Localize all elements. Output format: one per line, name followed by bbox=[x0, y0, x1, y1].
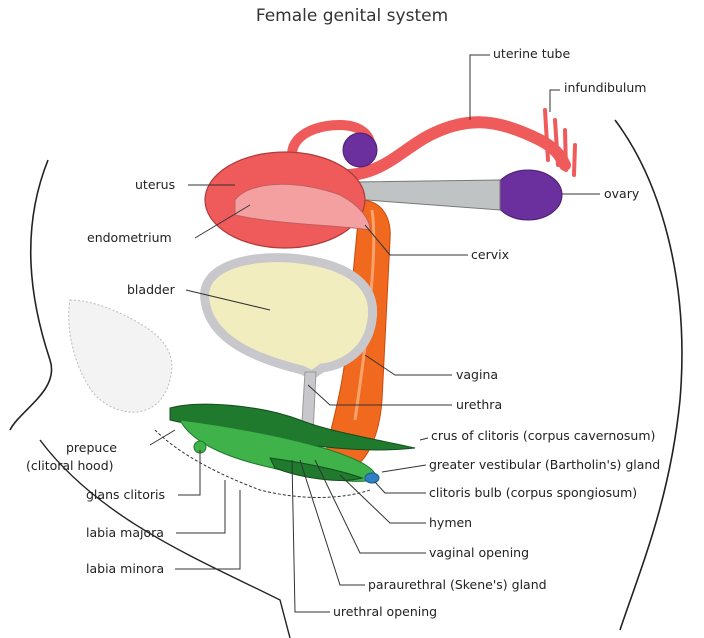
label-crus-of-clitoris: crus of clitoris (corpus cavernosum) bbox=[431, 428, 655, 443]
label-uterine-tube: uterine tube bbox=[493, 46, 570, 61]
ovary-left bbox=[343, 133, 377, 167]
label-ovary: ovary bbox=[604, 186, 639, 201]
label-cervix: cervix bbox=[471, 247, 509, 262]
label-vaginal-opening: vaginal opening bbox=[429, 545, 529, 560]
label-labia-minora: labia minora bbox=[86, 561, 164, 576]
label-urethral-opening: urethral opening bbox=[333, 604, 437, 619]
label-urethra: urethra bbox=[456, 397, 502, 412]
label-hymen: hymen bbox=[429, 515, 472, 530]
diagram-title: Female genital system bbox=[0, 6, 704, 26]
label-endometrium: endometrium bbox=[87, 230, 172, 245]
greater-vestibular-gland-shape bbox=[365, 473, 379, 483]
label-clitoral-hood: (clitoral hood) bbox=[26, 458, 114, 473]
label-labia-majora: labia majora bbox=[86, 525, 164, 540]
ovary-right bbox=[494, 170, 562, 220]
label-glans-clitoris: glans clitoris bbox=[86, 487, 165, 502]
bladder-shape bbox=[205, 258, 373, 375]
label-infundibulum: infundibulum bbox=[564, 80, 646, 95]
label-bladder: bladder bbox=[127, 282, 175, 297]
label-paraurethral-gland: paraurethral (Skene's) gland bbox=[368, 577, 547, 592]
label-greater-vestibular-gland: greater vestibular (Bartholin's) gland bbox=[429, 457, 660, 472]
label-vagina: vagina bbox=[456, 367, 498, 382]
label-prepuce: prepuce bbox=[66, 440, 117, 455]
body-outline-left bbox=[10, 160, 52, 430]
pubic-region bbox=[69, 300, 172, 412]
label-uterus: uterus bbox=[135, 177, 175, 192]
label-clitoris-bulb: clitoris bulb (corpus spongiosum) bbox=[429, 485, 637, 500]
